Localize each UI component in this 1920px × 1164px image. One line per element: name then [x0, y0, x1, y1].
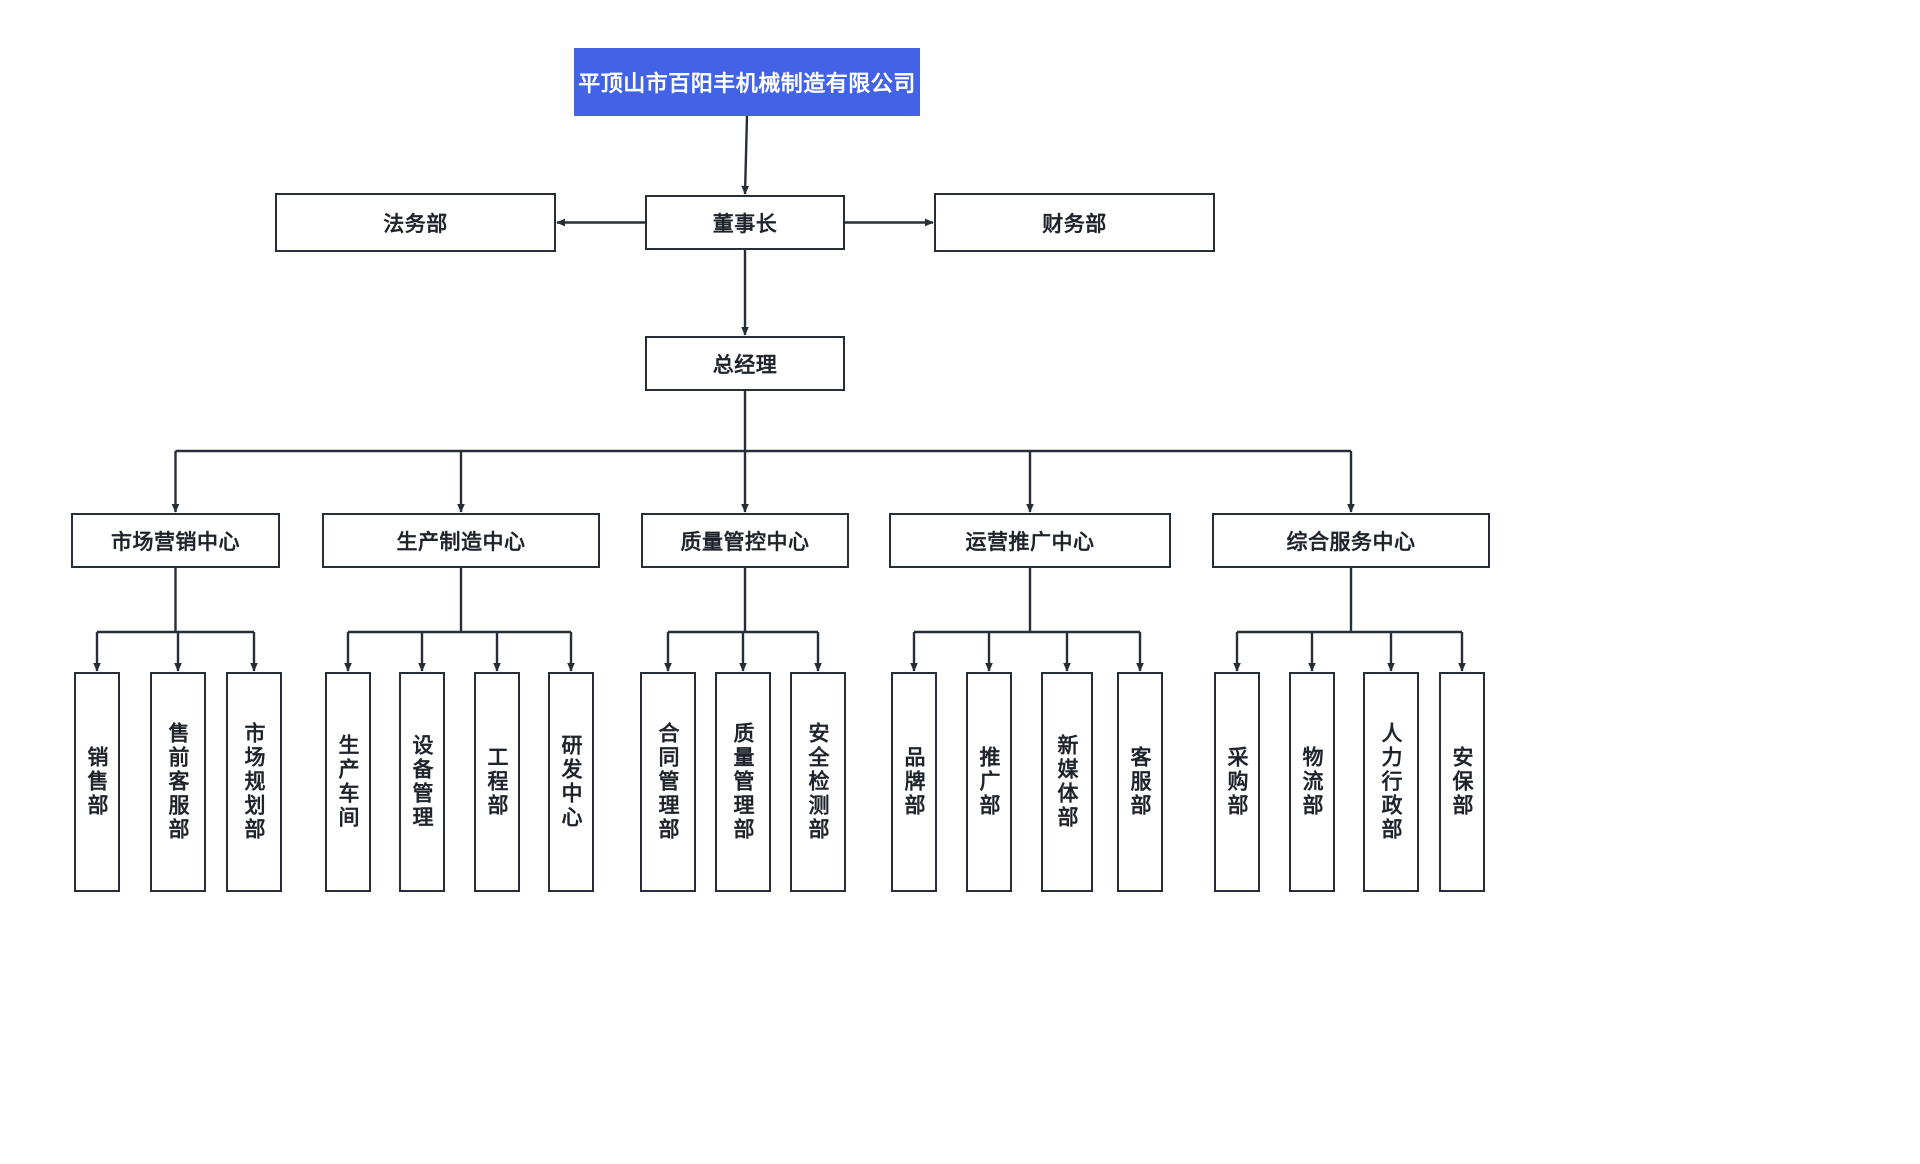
- node-label: 销售部: [85, 746, 110, 818]
- node-legal-department[interactable]: 法务部: [275, 193, 556, 252]
- node-department-3-2[interactable]: 质量管理部: [715, 672, 771, 892]
- node-department-5-1[interactable]: 采购部: [1214, 672, 1260, 892]
- node-label: 财务部: [1042, 211, 1107, 236]
- node-label: 品牌部: [902, 746, 927, 818]
- node-center-1[interactable]: 市场营销中心: [71, 513, 280, 568]
- node-chairman[interactable]: 董事长: [645, 195, 845, 250]
- node-label: 人力行政部: [1379, 722, 1404, 842]
- node-label: 物流部: [1300, 746, 1325, 818]
- node-department-4-4[interactable]: 客服部: [1117, 672, 1163, 892]
- node-label: 生产车间: [336, 734, 361, 830]
- node-label: 平顶山市百阳丰机械制造有限公司: [578, 72, 916, 97]
- node-department-4-1[interactable]: 品牌部: [891, 672, 937, 892]
- node-label: 质量管理部: [731, 722, 756, 842]
- node-department-5-2[interactable]: 物流部: [1289, 672, 1335, 892]
- node-department-3-3[interactable]: 安全检测部: [790, 672, 846, 892]
- node-department-2-3[interactable]: 工程部: [474, 672, 520, 892]
- node-label: 设备管理: [410, 734, 435, 830]
- node-department-2-1[interactable]: 生产车间: [325, 672, 371, 892]
- node-department-2-4[interactable]: 研发中心: [548, 672, 594, 892]
- node-department-1-2[interactable]: 售前客服部: [150, 672, 206, 892]
- node-label: 综合服务中心: [1286, 529, 1416, 554]
- node-department-5-3[interactable]: 人力行政部: [1363, 672, 1419, 892]
- node-department-1-1[interactable]: 销售部: [74, 672, 120, 892]
- node-label: 工程部: [485, 746, 510, 818]
- node-label: 安全检测部: [806, 722, 831, 842]
- node-label: 研发中心: [559, 734, 584, 830]
- node-label: 运营推广中心: [965, 529, 1095, 554]
- node-label: 采购部: [1225, 746, 1250, 818]
- node-label: 新媒体部: [1055, 734, 1080, 830]
- node-department-2-2[interactable]: 设备管理: [399, 672, 445, 892]
- node-center-5[interactable]: 综合服务中心: [1212, 513, 1490, 568]
- node-label: 法务部: [383, 211, 448, 236]
- node-label: 总经理: [712, 352, 778, 377]
- node-label: 董事长: [712, 211, 778, 236]
- node-department-4-3[interactable]: 新媒体部: [1041, 672, 1093, 892]
- node-label: 市场规划部: [242, 722, 267, 842]
- node-label: 生产制造中心: [396, 529, 526, 554]
- node-label: 合同管理部: [656, 722, 681, 842]
- node-department-3-1[interactable]: 合同管理部: [640, 672, 696, 892]
- node-department-1-3[interactable]: 市场规划部: [226, 672, 282, 892]
- node-label: 市场营销中心: [111, 529, 240, 554]
- node-company-root[interactable]: 平顶山市百阳丰机械制造有限公司: [574, 48, 920, 116]
- node-center-4[interactable]: 运营推广中心: [889, 513, 1171, 568]
- node-department-5-4[interactable]: 安保部: [1439, 672, 1485, 892]
- node-center-3[interactable]: 质量管控中心: [641, 513, 849, 568]
- node-department-4-2[interactable]: 推广部: [966, 672, 1012, 892]
- node-general-manager[interactable]: 总经理: [645, 336, 845, 391]
- node-center-2[interactable]: 生产制造中心: [322, 513, 600, 568]
- node-label: 售前客服部: [166, 722, 191, 842]
- node-label: 客服部: [1128, 746, 1153, 818]
- node-label: 安保部: [1450, 746, 1475, 818]
- node-label: 推广部: [977, 746, 1002, 818]
- node-label: 质量管控中心: [680, 529, 810, 554]
- node-finance-department[interactable]: 财务部: [934, 193, 1215, 252]
